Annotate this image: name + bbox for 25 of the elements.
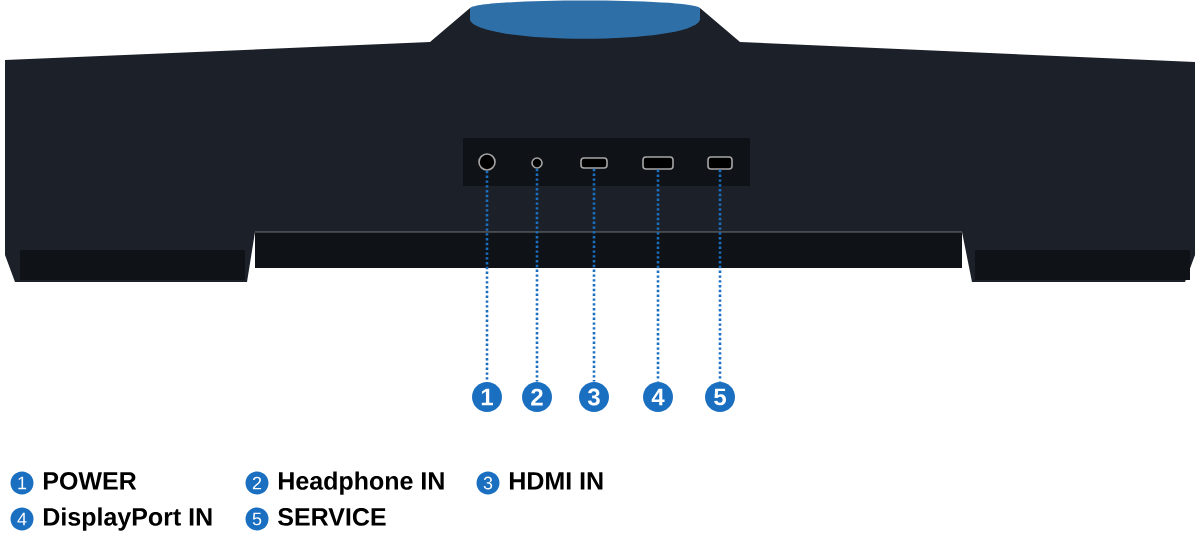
leader-line	[656, 169, 660, 382]
port-icon	[580, 157, 608, 169]
callout-number: 5	[705, 382, 735, 412]
port-icon	[478, 153, 496, 171]
legend-number: 2	[245, 471, 269, 495]
legend-number: 3	[476, 471, 500, 495]
leader-line	[592, 168, 596, 382]
callout-number: 3	[579, 382, 609, 412]
port-icon	[707, 156, 733, 170]
leader-line	[485, 170, 489, 382]
legend-number: 5	[245, 507, 269, 531]
legend-text: DisplayPort IN	[43, 507, 212, 531]
callout-number: 1	[472, 382, 502, 412]
port-icon	[642, 156, 674, 170]
legend-number: 1	[10, 471, 34, 495]
legend-text: HDMI IN	[509, 472, 603, 490]
legend-text: Headphone IN	[278, 471, 444, 495]
legend-text: SERVICE	[278, 508, 386, 526]
legend-number: 4	[10, 507, 34, 531]
leader-line	[718, 169, 722, 382]
legend-text: POWER	[43, 472, 137, 490]
callout-number: 4	[643, 382, 673, 412]
callout-number: 2	[522, 382, 552, 412]
port-icon	[531, 157, 543, 169]
leader-line	[535, 168, 539, 382]
